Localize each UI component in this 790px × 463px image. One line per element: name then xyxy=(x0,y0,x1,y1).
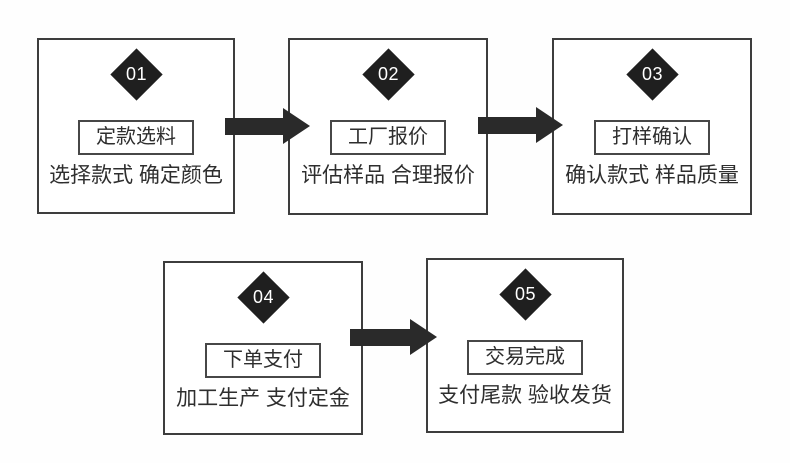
arrow-head xyxy=(410,319,437,355)
arrow-right-icon xyxy=(350,319,437,355)
arrow-shaft xyxy=(478,116,536,134)
arrow-head xyxy=(536,107,563,143)
step-card-1: 01 定款选料 选择款式 确定颜色 xyxy=(37,38,235,214)
step-card-3: 03 打样确认 确认款式 样品质量 xyxy=(552,38,752,215)
step-number: 02 xyxy=(377,64,399,84)
step-card-5: 05 交易完成 支付尾款 验收发货 xyxy=(426,258,624,433)
step-subtitle: 评估样品 合理报价 xyxy=(301,164,475,187)
step-subtitle: 支付尾款 验收发货 xyxy=(438,384,612,407)
step-title-box: 工厂报价 xyxy=(330,120,446,155)
step-title: 工厂报价 xyxy=(348,126,428,148)
step-number: 05 xyxy=(514,284,536,304)
arrow-right-icon xyxy=(478,107,563,143)
step-number-badge-diamond-icon: 05 xyxy=(498,268,552,321)
arrow-shaft xyxy=(350,328,410,346)
step-number-badge-diamond-icon: 01 xyxy=(109,48,163,101)
step-title: 打样确认 xyxy=(612,126,692,148)
step-number-badge-diamond-icon: 04 xyxy=(236,271,290,324)
step-card-4: 04 下单支付 加工生产 支付定金 xyxy=(163,261,363,435)
step-number-badge-diamond-icon: 03 xyxy=(625,48,679,101)
step-number: 03 xyxy=(641,64,663,84)
arrow-shaft xyxy=(225,117,283,135)
step-title: 定款选料 xyxy=(96,126,176,148)
step-title: 下单支付 xyxy=(223,349,303,371)
step-subtitle: 确认款式 样品质量 xyxy=(565,164,739,187)
step-title: 交易完成 xyxy=(485,346,565,368)
arrow-right-icon xyxy=(225,108,310,144)
arrow-head xyxy=(283,108,310,144)
step-number: 01 xyxy=(125,64,147,84)
step-title-box: 下单支付 xyxy=(205,343,321,378)
step-subtitle: 加工生产 支付定金 xyxy=(176,387,350,410)
step-title-box: 交易完成 xyxy=(467,340,583,375)
step-number: 04 xyxy=(252,287,274,307)
step-title-box: 定款选料 xyxy=(78,120,194,155)
step-number-badge-diamond-icon: 02 xyxy=(361,48,415,101)
step-subtitle: 选择款式 确定颜色 xyxy=(49,164,223,187)
step-title-box: 打样确认 xyxy=(594,120,710,155)
step-card-2: 02 工厂报价 评估样品 合理报价 xyxy=(288,38,488,215)
